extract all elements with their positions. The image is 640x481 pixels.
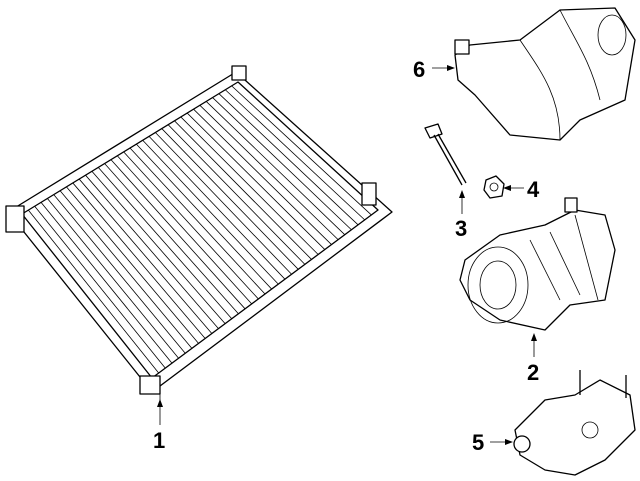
condenser-fin — [116, 155, 253, 305]
condenser-fin — [129, 147, 266, 295]
callout-number: 3 — [455, 216, 467, 241]
condenser-fin — [212, 97, 352, 231]
condenser-fin — [205, 101, 346, 235]
condenser-fin — [34, 205, 166, 369]
nut-part — [483, 175, 505, 199]
callout-number: 2 — [527, 360, 539, 385]
callout-number: 5 — [472, 430, 484, 455]
condenser-fin — [40, 202, 173, 364]
condenser-fin — [72, 182, 206, 339]
condenser-fin — [91, 171, 226, 324]
condenser-fin — [123, 151, 259, 300]
callout-4: 4 — [503, 177, 540, 202]
condenser-fin — [47, 198, 179, 359]
manifold-part — [454, 7, 636, 141]
condenser-fin — [59, 190, 193, 349]
callout-2: 2 — [527, 333, 539, 385]
condenser-fin — [225, 89, 365, 221]
condenser-fin — [28, 209, 159, 374]
condenser-fin — [110, 159, 246, 310]
condenser-fin — [142, 139, 279, 285]
condenser-fin — [104, 163, 239, 315]
condenser-fin — [231, 85, 372, 216]
condenser-fin — [167, 124, 306, 265]
condenser-fin — [193, 108, 332, 245]
callout-number: 4 — [527, 177, 540, 202]
condenser-fin — [161, 128, 299, 270]
condenser-fin — [97, 167, 233, 319]
condenser-fin — [78, 178, 213, 334]
condenser-fin — [85, 174, 219, 329]
callout-3: 3 — [455, 190, 467, 241]
callout-number: 6 — [413, 57, 425, 82]
condenser-fin — [199, 105, 339, 240]
callout-5: 5 — [472, 430, 513, 455]
condenser-fin — [186, 112, 326, 250]
bracket-part — [513, 370, 636, 476]
condenser-fin — [155, 132, 292, 275]
callout-1: 1 — [153, 399, 165, 453]
callout-number: 1 — [153, 428, 165, 453]
callout-6: 6 — [413, 57, 455, 82]
condenser-fin — [53, 194, 186, 354]
condenser-fin — [174, 120, 312, 260]
condenser-fin — [218, 93, 359, 226]
condenser-fin — [148, 136, 286, 280]
compressor-part — [459, 197, 616, 331]
condenser-fin — [180, 116, 319, 255]
condenser-fin — [136, 143, 272, 290]
condenser-fin — [66, 186, 199, 344]
bolt-part — [424, 123, 467, 186]
condenser-part — [5, 65, 393, 405]
